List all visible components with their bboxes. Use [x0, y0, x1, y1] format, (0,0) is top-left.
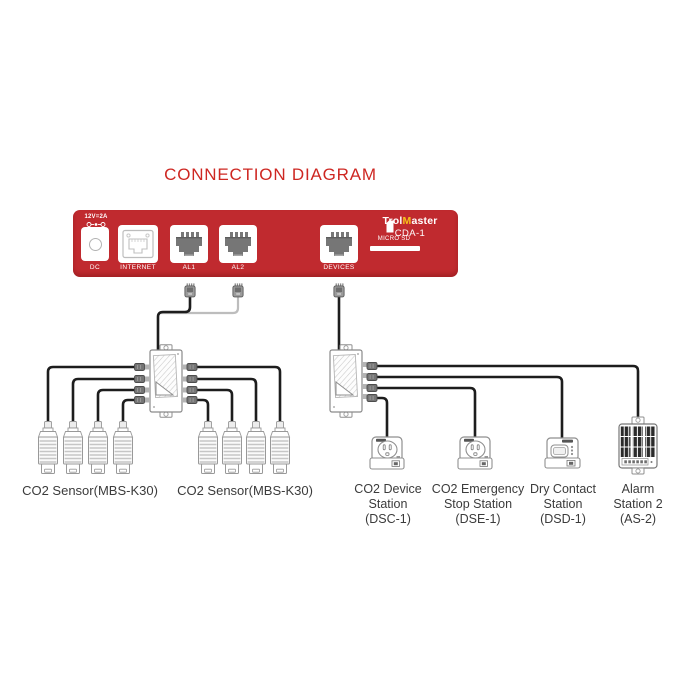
- station-as2-label: Alarm Station 2 (AS-2): [613, 482, 663, 526]
- hub-left-ports: [134, 363, 198, 404]
- station-dsc1-label: CO2 Device Station (DSC-1): [354, 482, 422, 526]
- hub-right-ports: [362, 362, 378, 402]
- sensor-group-right: [197, 421, 291, 474]
- page-title: CONNECTION DIAGRAM: [164, 165, 377, 184]
- power-rating-label: 12V=2A: [84, 214, 108, 220]
- dc-jack-hole: [89, 238, 102, 251]
- dc-polarity-icon: [86, 222, 106, 227]
- dc-jack[interactable]: [81, 227, 109, 261]
- cables: [46, 295, 640, 443]
- ethernet-jack-icon: [122, 229, 154, 259]
- internet-port[interactable]: [118, 225, 158, 263]
- dc-label: DC: [89, 264, 101, 271]
- sensor-group-left: [37, 421, 134, 474]
- splitter-hub-right: [329, 344, 363, 418]
- station-dse1: [457, 436, 493, 470]
- station-as2: [618, 416, 658, 475]
- station-dse1-label: CO2 Emergency Stop Station (DSE-1): [431, 482, 525, 526]
- al1-cable-plug: [184, 283, 196, 298]
- micro-sd-icon: [386, 220, 394, 233]
- devices-port[interactable]: [320, 225, 358, 263]
- sensor-group-right-label: CO2 Sensor(MBS-K30): [177, 483, 313, 498]
- internet-label: INTERNET: [120, 264, 156, 271]
- model-label: CDA-1: [394, 228, 426, 239]
- al1-label: AL1: [182, 264, 196, 271]
- al2-cable-plug: [232, 283, 244, 298]
- micro-sd-label: MICRO SD: [377, 236, 411, 242]
- devices-cable-plug: [333, 283, 345, 298]
- brand-logo: TrolMaster: [382, 215, 438, 227]
- splitter-hub-left: [149, 344, 183, 418]
- al1-port[interactable]: [170, 225, 208, 263]
- al2-port[interactable]: [219, 225, 257, 263]
- station-dsd1-label: Dry Contact Station (DSD-1): [530, 482, 596, 526]
- sensor-group-left-label: CO2 Sensor(MBS-K30): [22, 483, 158, 498]
- controller-panel-cda1: 12V=2A DC INTERNE: [73, 210, 458, 277]
- cables-stations: [375, 364, 640, 443]
- cables-sensor-group-right: [195, 365, 282, 427]
- devices-label: DEVICES: [323, 264, 355, 271]
- rj-jack-icon: [326, 232, 352, 256]
- al2-label: AL2: [231, 264, 245, 271]
- station-dsc1: [369, 436, 405, 470]
- rj-jack-icon: [225, 232, 251, 256]
- cable-al1: [156, 295, 192, 354]
- station-dsd1: [544, 437, 581, 469]
- rj-jack-icon: [176, 232, 202, 256]
- brand-block: TrolMaster CDA-1: [368, 215, 452, 239]
- cable-al2: [158, 295, 240, 315]
- micro-sd-slot[interactable]: [370, 246, 420, 251]
- cables-sensor-group-left: [46, 365, 136, 427]
